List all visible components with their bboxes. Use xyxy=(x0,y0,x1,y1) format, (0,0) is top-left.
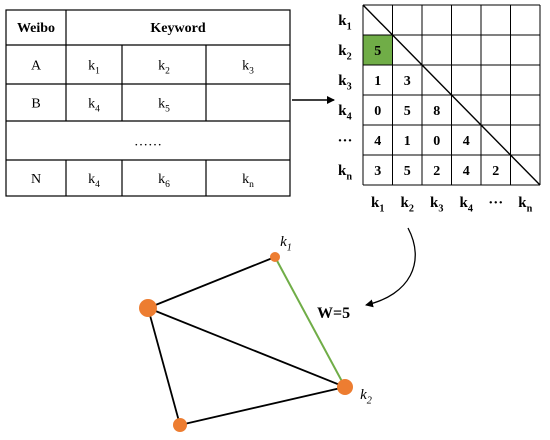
row-id: N xyxy=(31,172,41,187)
matrix-diagonal xyxy=(362,4,541,186)
keyword-cell: k4 xyxy=(88,97,100,115)
matrix-col-label: ··· xyxy=(488,195,503,211)
row-id: B xyxy=(31,97,40,112)
graph-node-k1 xyxy=(270,252,280,262)
matrix-cell: 1 xyxy=(404,134,411,149)
graph-node-label-k1: k1 xyxy=(280,234,292,254)
matrix-cell: 4 xyxy=(463,164,470,179)
table-border xyxy=(5,9,291,197)
keyword-cell: k6 xyxy=(158,172,170,190)
matrix-row-label: k3 xyxy=(338,73,351,93)
matrix-col-label: k1 xyxy=(371,195,384,215)
matrix-cell: 1 xyxy=(374,74,381,89)
header-keyword: Keyword xyxy=(150,21,205,36)
keyword-cell: k4 xyxy=(88,172,100,190)
matrix-cell: 5 xyxy=(404,164,411,179)
matrix-row-label: k4 xyxy=(338,103,351,123)
graph-edge-left-k2 xyxy=(147,307,346,388)
keyword-cell: k1 xyxy=(88,59,100,77)
graph-edge-k1-k2 xyxy=(274,256,346,388)
matrix-cell: 5 xyxy=(374,44,381,59)
keyword-cell: kn xyxy=(242,172,254,190)
graph-node-left xyxy=(139,299,157,317)
matrix-row-label: ··· xyxy=(337,133,352,149)
matrix-cell: 2 xyxy=(433,164,440,179)
keyword-cell: k5 xyxy=(158,97,170,115)
graph-edge-bottom-k2 xyxy=(179,386,346,426)
matrix-cell: 0 xyxy=(433,134,440,149)
matrix-cell: 3 xyxy=(374,164,381,179)
graph-edge-k1-left xyxy=(147,256,276,309)
matrix-cell: 2 xyxy=(492,164,499,179)
matrix-cell: 4 xyxy=(374,134,381,149)
edge-weight-label: W=5 xyxy=(317,305,350,322)
matrix-col-label: kn xyxy=(518,195,532,215)
matrix-row-label: k1 xyxy=(338,13,351,33)
header-weibo: Weibo xyxy=(17,21,55,36)
keyword-cell: k3 xyxy=(242,59,254,77)
table-ellipsis: …… xyxy=(134,135,162,150)
graph-edge-left-bottom xyxy=(147,307,181,426)
matrix-col-label: k3 xyxy=(430,195,443,215)
matrix-cell: 3 xyxy=(404,74,411,89)
matrix-cell: 5 xyxy=(404,104,411,119)
matrix-col-label: k4 xyxy=(460,195,473,215)
matrix-cell: 0 xyxy=(374,104,381,119)
co-occurrence-matrix: 5 1 3 0 5 8 4 1 0 4 3 5 2 4 2 k1 k2 k3 k4 ··· kn k1 k2 k3 k4 ··· k… xyxy=(337,4,541,215)
graph-node-k2 xyxy=(337,379,353,395)
row-id: A xyxy=(31,59,42,74)
matrix-to-graph-arrow xyxy=(365,227,416,308)
matrix-col-label: k2 xyxy=(401,195,414,215)
matrix-row-label: k2 xyxy=(338,43,351,63)
matrix-cell: 8 xyxy=(433,104,440,119)
graph-node-label-k2: k2 xyxy=(360,387,372,407)
keyword-graph: k1 k2 xyxy=(139,234,372,432)
highlight-cell xyxy=(363,35,393,65)
matrix-cell: 4 xyxy=(463,134,470,149)
matrix-row-label: kn xyxy=(338,163,352,183)
keyword-cell: k2 xyxy=(158,59,170,77)
graph-node-bottom xyxy=(173,418,187,432)
